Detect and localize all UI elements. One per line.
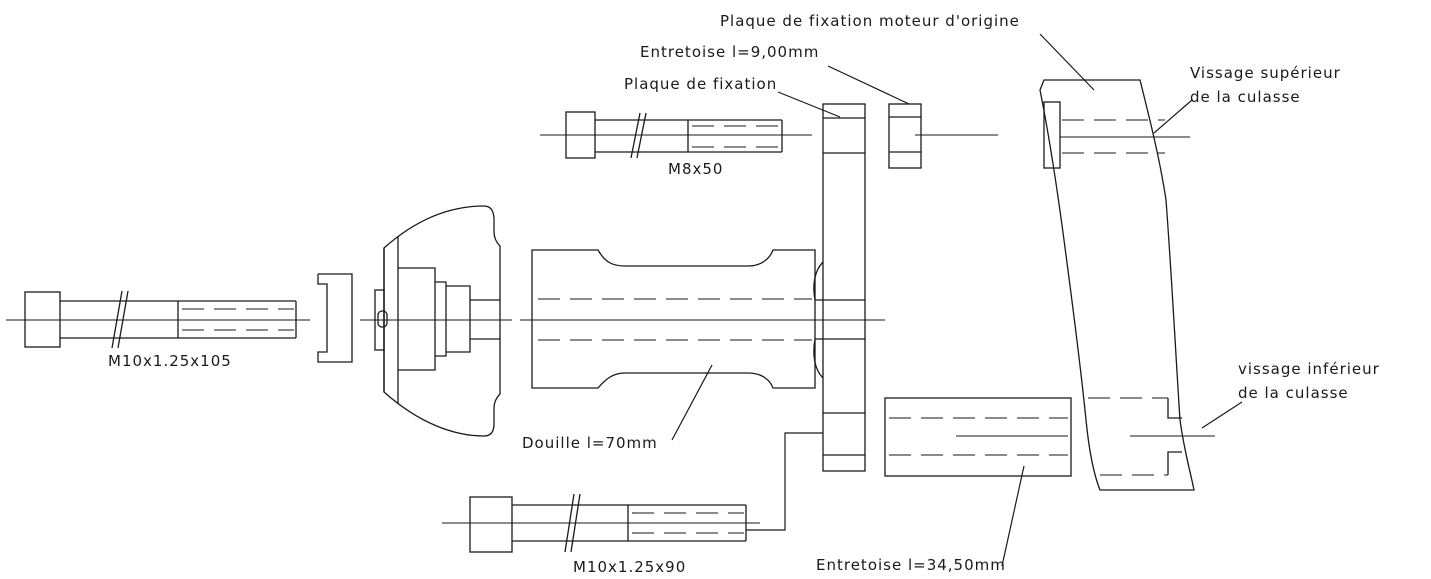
domed-nut	[360, 205, 512, 437]
label-vissage-sup-1: Vissage supérieur	[1190, 64, 1341, 82]
cylinder-head	[1039, 79, 1215, 491]
label-douille: Douille l=70mm	[522, 434, 658, 452]
bolt-m10x105	[6, 290, 310, 349]
bolt-m8x50	[540, 111, 812, 159]
spacer-9mm	[888, 103, 998, 169]
label-m8x50: M8x50	[668, 160, 724, 178]
leader-lines	[671, 33, 1243, 567]
label-vissage-sup-2: de la culasse	[1190, 88, 1301, 106]
label-m10x90: M10x1.25x90	[573, 558, 687, 576]
label-vissage-inf-1: vissage inférieur	[1238, 360, 1380, 378]
label-vissage-inf-2: de la culasse	[1238, 384, 1349, 402]
label-plaque-origine: Plaque de fixation moteur d'origine	[720, 12, 1020, 30]
label-plaque-fixation: Plaque de fixation	[624, 75, 778, 93]
label-entretoise-34: Entretoise l=34,50mm	[816, 556, 1006, 574]
label-m10x105: M10x1.25x105	[108, 352, 232, 370]
label-entretoise-9: Entretoise l=9,00mm	[640, 43, 820, 61]
sleeve-70mm	[520, 249, 830, 389]
washer	[317, 273, 353, 363]
bolt-m10x90	[442, 432, 823, 553]
spacer-34mm	[884, 397, 1072, 477]
mounting-plate	[810, 103, 885, 472]
